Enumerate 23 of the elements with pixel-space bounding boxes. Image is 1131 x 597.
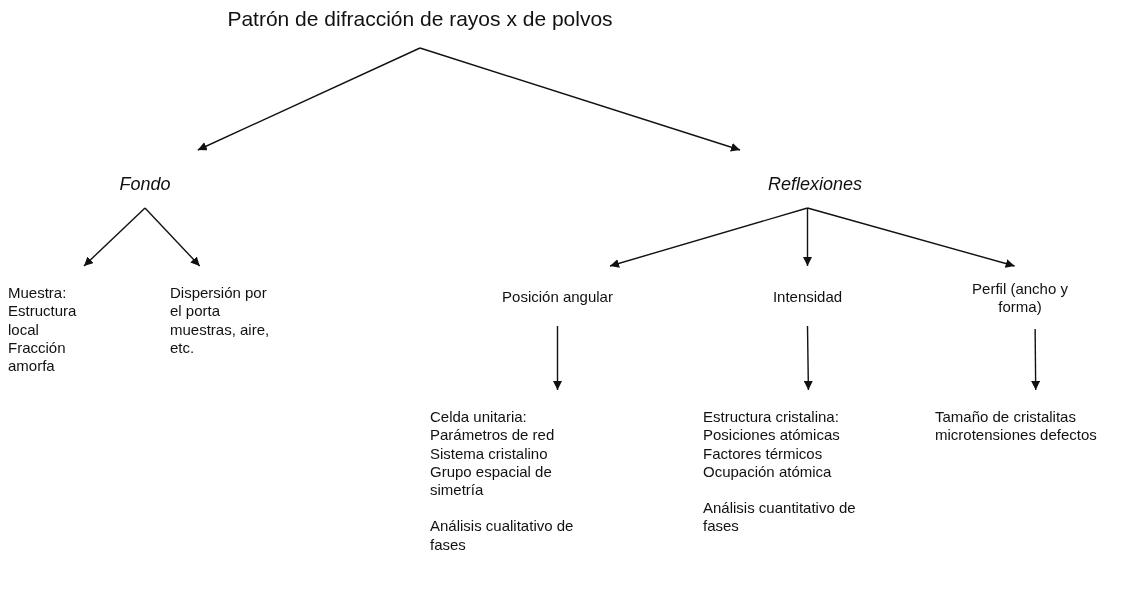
arrow (419, 47, 741, 152)
arrow (1031, 328, 1041, 391)
diagram-heading: Patrón de difracción de rayos x de polvos (226, 6, 614, 32)
arrow (806, 207, 1016, 268)
arrow (553, 325, 562, 391)
node-text: Reflexiones (766, 174, 864, 196)
node-text: Celda unitaria: Parámetros de red Sistema cristalino Grupo espacial de simetría (430, 408, 556, 500)
arrow (197, 47, 421, 151)
arrow (144, 207, 201, 267)
arrow (83, 207, 146, 267)
node-text: Dispersión por el porta muestras, aire, etc. (170, 284, 271, 358)
node-text: Posición angular (501, 288, 614, 307)
node-text: Análisis cualitativo de fases (430, 517, 575, 555)
node-text: Muestra: Estructura local Fracción amorfa (8, 284, 78, 376)
node-text: Tamaño de cristalitas microtensiones defectos (935, 408, 1098, 445)
arrow (609, 207, 809, 268)
node-text: Perfil (ancho y forma) (971, 280, 1069, 317)
node-text: Análisis cuantitativo de fases (703, 499, 857, 536)
arrow (803, 325, 813, 391)
node-text: Estructura cristalina: Posiciones atómicas Factores térmicos Ocupación atómica (703, 408, 841, 482)
node-text: Fondo (118, 174, 172, 196)
node-text: Intensidad (771, 288, 844, 307)
arrow (803, 207, 812, 267)
